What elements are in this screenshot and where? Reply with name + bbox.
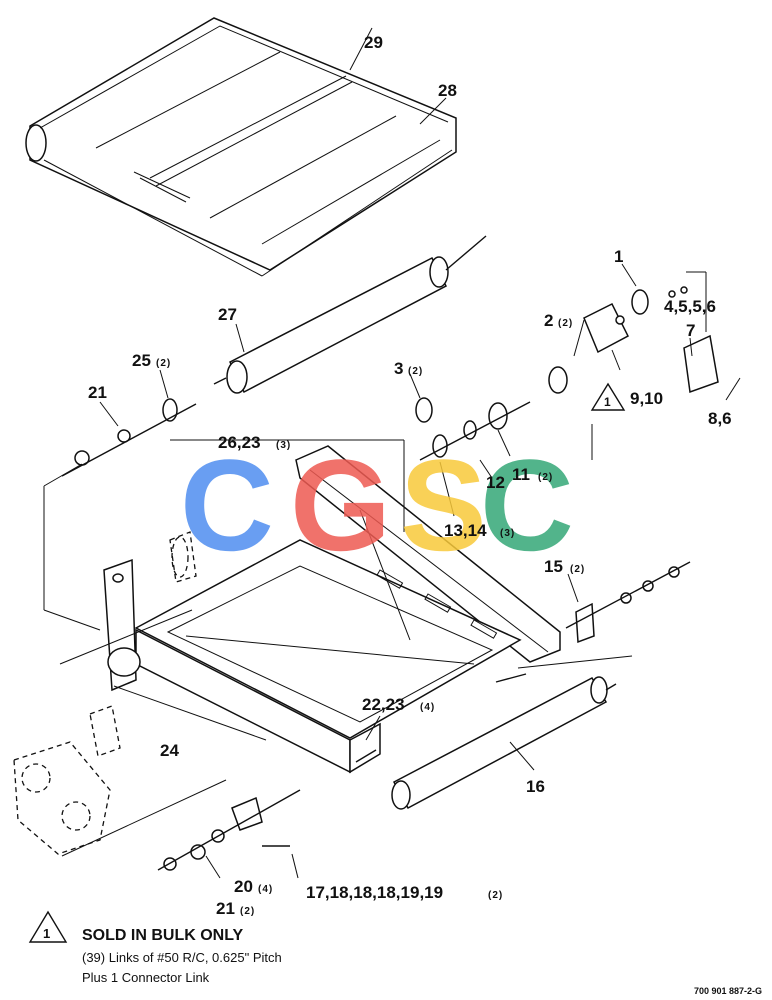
idler-roller-16 xyxy=(391,676,617,810)
callout-1: 1 xyxy=(614,247,623,266)
note-title: SOLD IN BULK ONLY xyxy=(82,927,244,944)
callout-2: 2 xyxy=(544,311,553,330)
triangle-marker: 1 xyxy=(604,395,611,409)
callout-labels: 29 28 27 25 (2) 21 26,23 (3) 3 (2) 2 (2)… xyxy=(88,33,732,918)
note-block: 1 SOLD IN BULK ONLY (39) Links of #50 R/… xyxy=(28,910,282,985)
callout-7: 7 xyxy=(686,321,695,340)
callout-26-23: 26,23 xyxy=(218,433,261,452)
callout-3-qty: (2) xyxy=(408,366,423,377)
callout-22-23-qty: (4) xyxy=(420,702,435,713)
callout-26-23-qty: (3) xyxy=(276,440,291,451)
callout-25-qty: (2) xyxy=(156,358,171,369)
callout-13-14-qty: (3) xyxy=(500,528,515,539)
callout-22-23: 22,23 xyxy=(362,695,405,714)
callout-12: 12 xyxy=(486,473,505,492)
callout-15-qty: (2) xyxy=(570,564,585,575)
callout-11-qty: (2) xyxy=(538,472,553,483)
main-frame-24 xyxy=(103,445,561,774)
callout-20: 20 xyxy=(234,877,253,896)
callout-21-top: 21 xyxy=(88,383,107,402)
shaft-hardware xyxy=(61,286,719,871)
callout-4-5-5-6: 4,5,5,6 xyxy=(664,297,716,316)
watermark: C G S C xyxy=(180,432,574,578)
callout-29: 29 xyxy=(364,33,383,52)
drawing-number: 700 901 887-2-G xyxy=(694,986,762,996)
callout-28: 28 xyxy=(438,81,457,100)
callout-17-18-19-qty: (2) xyxy=(488,890,503,901)
note-triangle xyxy=(28,910,68,943)
callout-17-18-19: 17,18,18,18,19,19 xyxy=(306,883,443,902)
note-marker: 1 xyxy=(43,926,50,941)
watermark-letter-2: G xyxy=(290,432,391,578)
callout-27: 27 xyxy=(218,305,237,324)
watermark-letter-4: C xyxy=(480,432,574,578)
callout-21-bottom: 21 xyxy=(216,899,235,918)
callout-2-qty: (2) xyxy=(558,318,573,329)
bulk-warning-triangle xyxy=(590,382,626,411)
callout-21-bottom-qty: (2) xyxy=(240,906,255,917)
watermark-letter-1: C xyxy=(180,432,274,578)
callout-9-10: 9,10 xyxy=(630,389,663,408)
belt-conveyor-top xyxy=(25,17,457,277)
callout-25: 25 xyxy=(132,351,151,370)
callout-13-14: 13,14 xyxy=(444,521,487,540)
motor-gear-box-dashed xyxy=(13,531,197,855)
leader-lines xyxy=(43,27,741,879)
watermark-letter-3: S xyxy=(400,432,487,578)
drive-roller-27 xyxy=(213,235,487,394)
callout-24: 24 xyxy=(160,741,179,760)
callout-11: 11 xyxy=(512,465,530,484)
note-line-2: Plus 1 Connector Link xyxy=(82,970,210,985)
callout-15: 15 xyxy=(544,557,563,576)
callout-3: 3 xyxy=(394,359,403,378)
note-line-1: (39) Links of #50 R/C, 0.625" Pitch xyxy=(82,950,282,965)
callout-8-6: 8,6 xyxy=(708,409,732,428)
callout-20-qty: (4) xyxy=(258,884,273,895)
callout-16: 16 xyxy=(526,777,545,796)
